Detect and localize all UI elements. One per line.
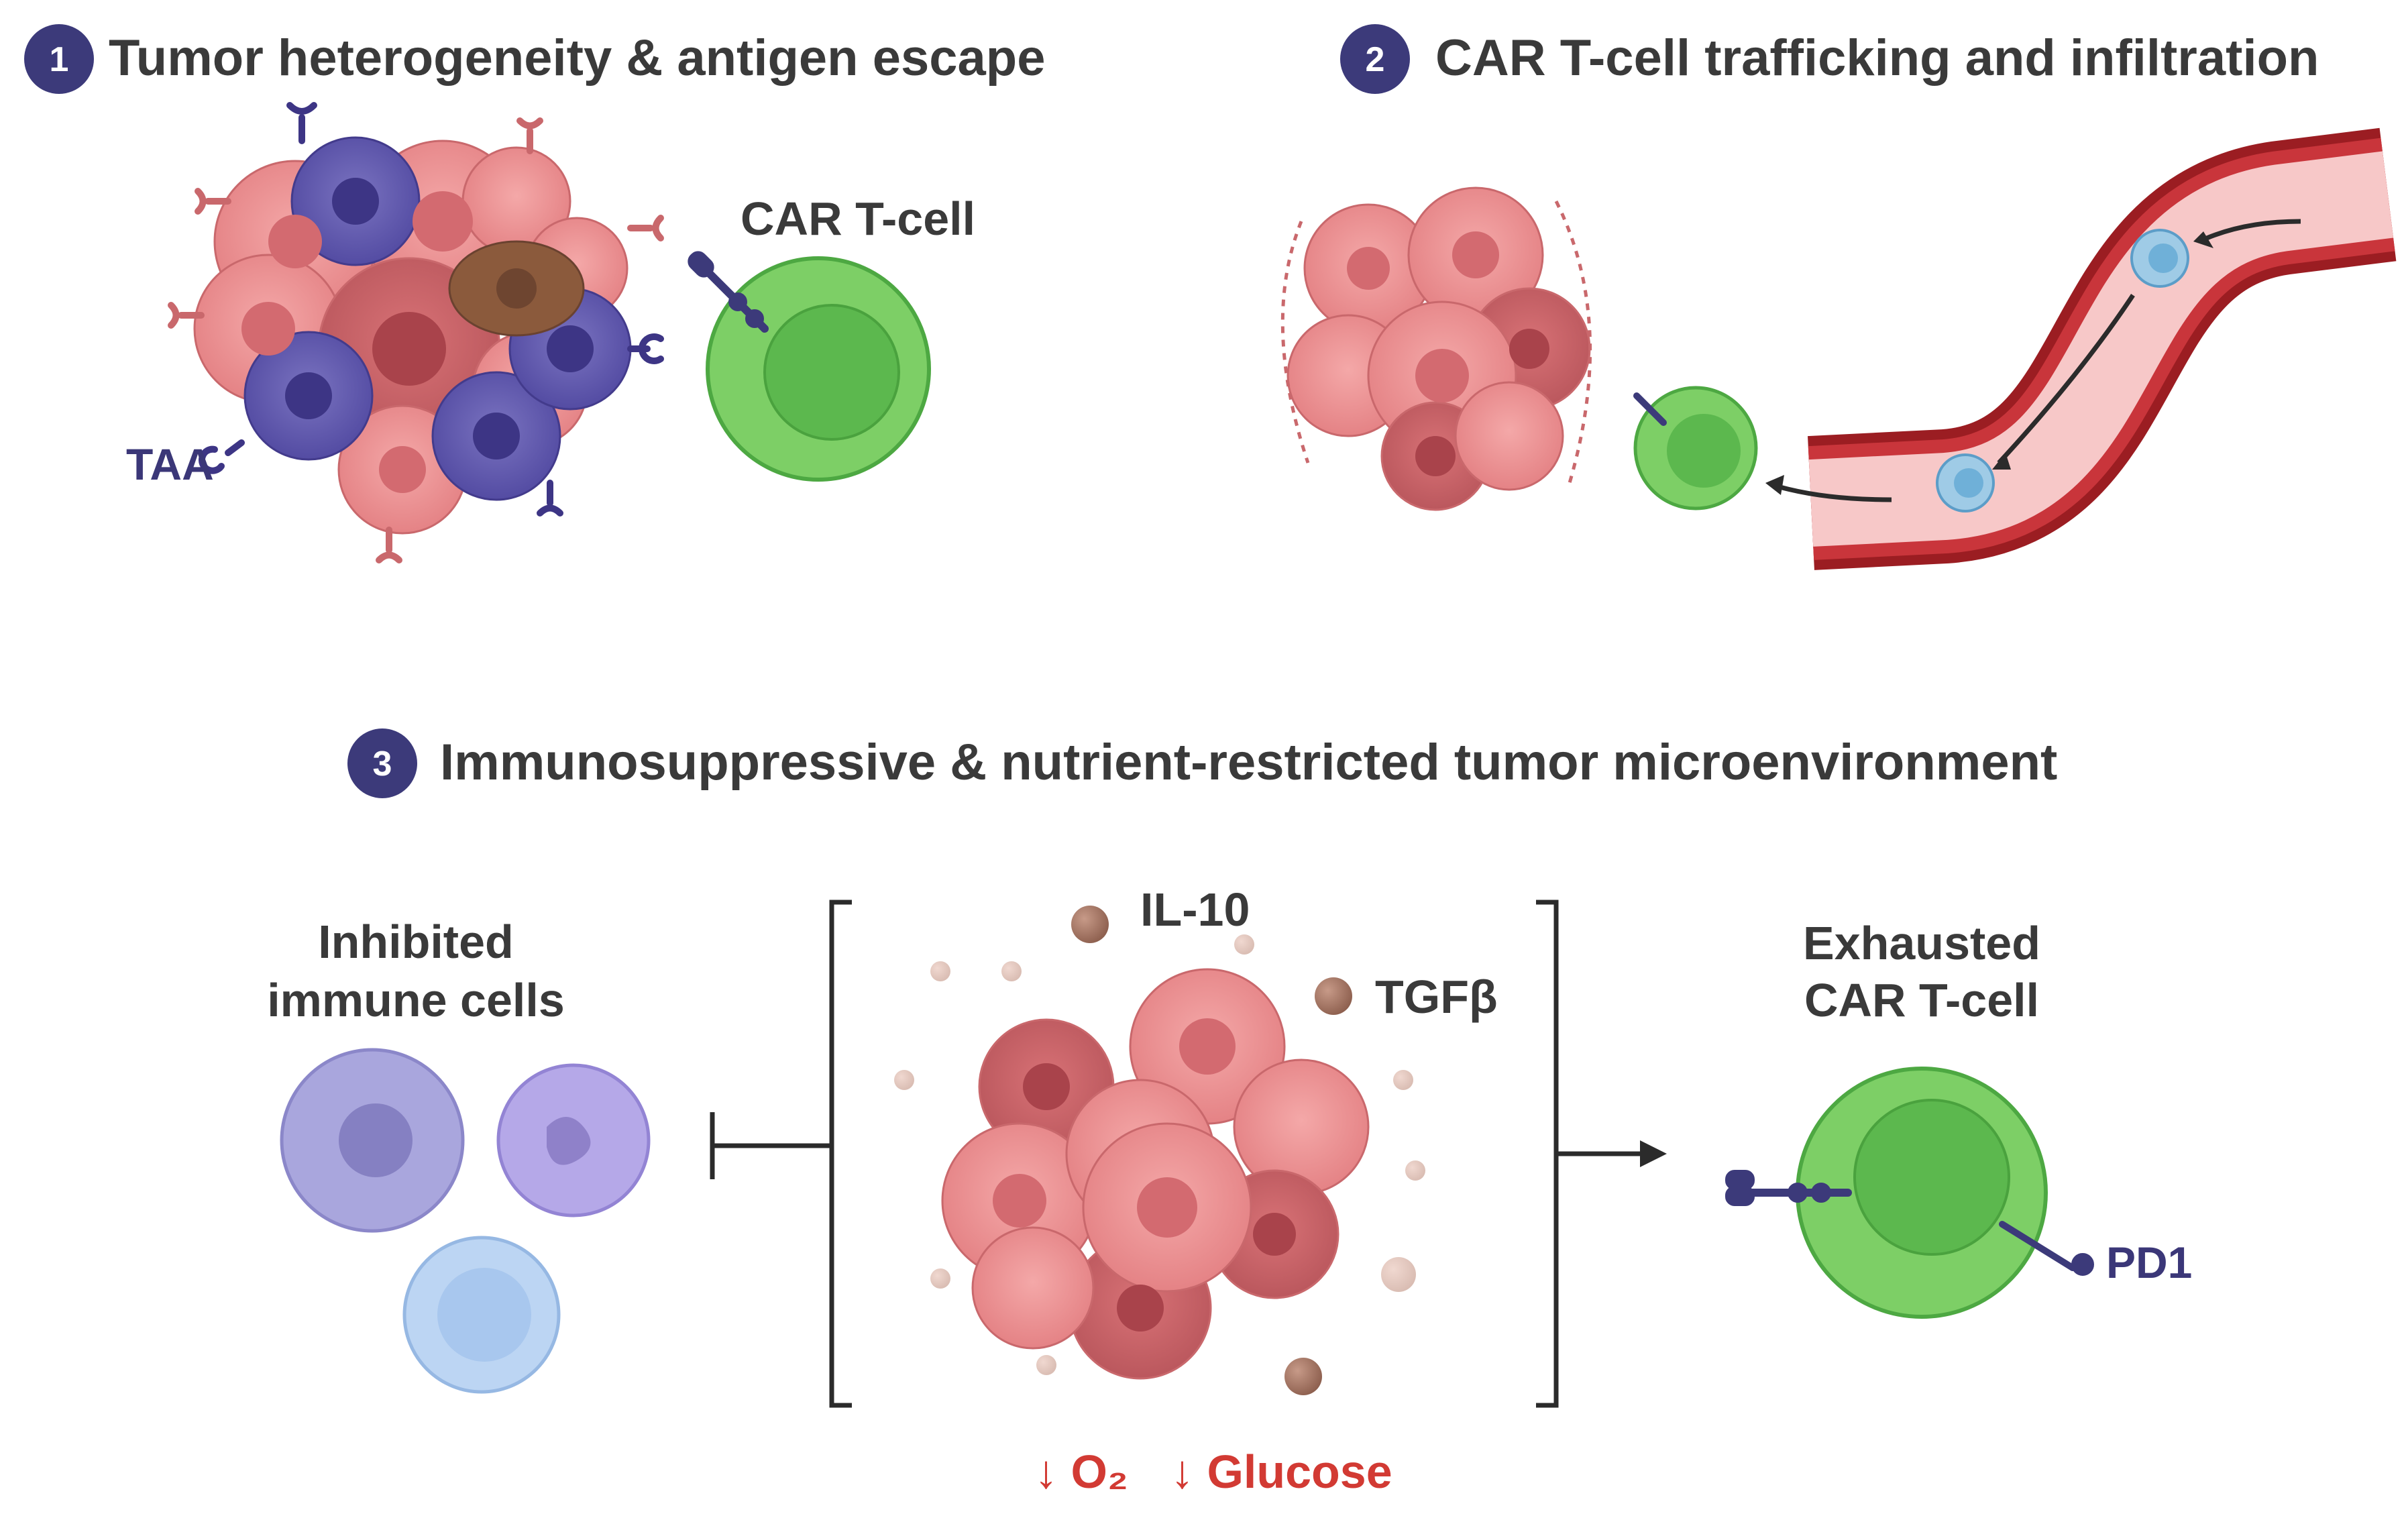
panel-2-badge: 2 [1340, 24, 1410, 94]
panel-1-title: Tumor heterogeneity & antigen escape [109, 30, 1045, 87]
infiltrating-car-t-cell-icon [1633, 386, 1758, 510]
macrophage-icon [280, 1048, 465, 1233]
panel-3: 3 Immunosuppressive & nutrient-restricte… [267, 728, 2192, 1498]
inhibition-connector [710, 1112, 832, 1179]
extracellular-matrix-icon [1280, 200, 1592, 484]
panel-1-badge: 1 [24, 24, 94, 94]
exhausted-label-line1: Exhausted [1803, 917, 2040, 969]
panel-3-badge: 3 [347, 728, 417, 798]
inhibited-label-line1: Inhibited [318, 916, 514, 968]
circulating-t-cell-icon [2130, 229, 2189, 288]
panel-2-number: 2 [1366, 40, 1385, 79]
flow-arrow [2205, 219, 2301, 241]
antigen-receptor-icons [168, 102, 664, 563]
car-receptor-icon [1725, 1170, 1852, 1206]
flow-arrow [1997, 294, 2135, 465]
exhausted-label-line2: CAR T-cell [1804, 974, 2039, 1026]
panel-1-number: 1 [50, 40, 69, 79]
car-t-cell-label: CAR T-cell [741, 193, 975, 245]
il10-particle-icon [1071, 906, 1109, 943]
panel-1: 1 Tumor heterogeneity & antigen escape [24, 24, 1045, 563]
pd1-label: PD1 [2106, 1238, 2192, 1287]
neutrophil-icon [496, 1063, 651, 1217]
car-t-cell-icon [706, 256, 931, 482]
cytokine-particles [894, 906, 1425, 1395]
panel-3-number: 3 [373, 745, 392, 783]
panel-2-title: CAR T-cell trafficking and infiltration [1435, 30, 2319, 87]
car-receptor-icon [688, 251, 769, 333]
tme-tumor-icon [941, 968, 1370, 1380]
tgfb-particle-icon [1315, 977, 1352, 1015]
heterogeneous-tumor-icon [193, 136, 632, 535]
tumor-mass-icon [1287, 186, 1591, 511]
inhibited-label-line2: immune cells [267, 974, 565, 1026]
hypoxia-label: ↓ O₂ [1034, 1446, 1128, 1498]
circulating-t-cell-icon [1936, 453, 1995, 512]
cytokine-particle-icon [1284, 1358, 1322, 1395]
flow-arrow [1777, 484, 1892, 502]
pd1-receptor-icon [1999, 1221, 2094, 1276]
exhaustion-arrow [1556, 1140, 1667, 1167]
panel-3-title: Immunosuppressive & nutrient-restricted … [440, 734, 2057, 791]
il10-label: IL-10 [1140, 883, 1250, 936]
lymphocyte-icon [402, 1236, 561, 1394]
panel-2: 2 CAR T-cell trafficking and infiltratio… [1280, 24, 2397, 570]
tgfb-label: TGFβ [1375, 971, 1498, 1023]
taa-label: TAA [126, 439, 214, 489]
glucose-label: ↓ Glucose [1170, 1446, 1392, 1498]
exhausted-car-t-cell-icon [1796, 1067, 2048, 1319]
flow-arrows [1765, 219, 2301, 502]
blood-vessel-icon [1808, 127, 2397, 570]
